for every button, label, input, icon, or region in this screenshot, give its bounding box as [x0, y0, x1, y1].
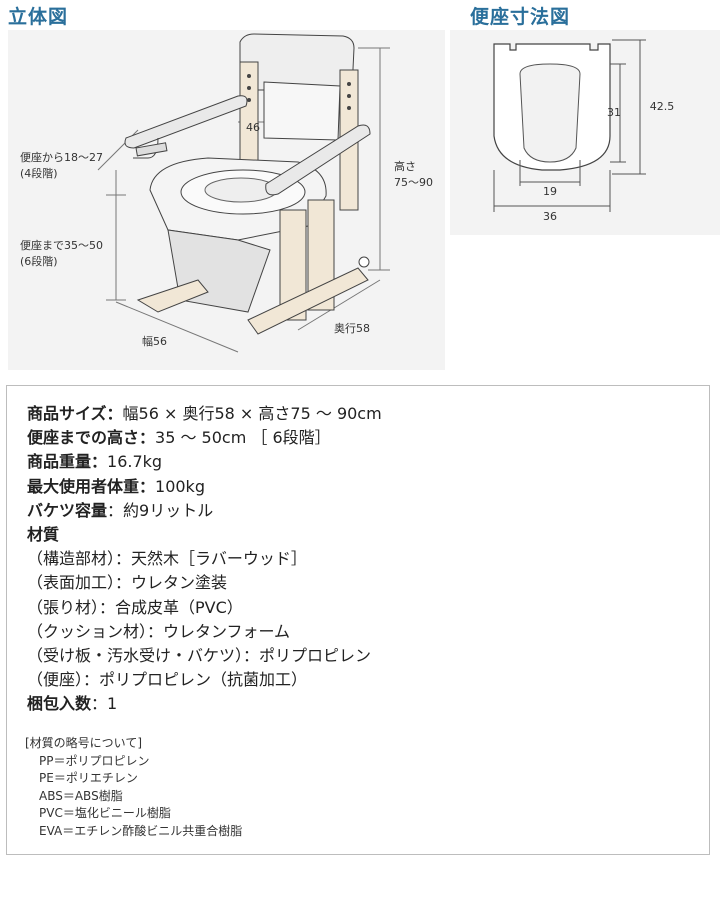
height-label: 高さ: [394, 159, 416, 173]
spec-row-packing: 梱包入数：1: [27, 694, 118, 714]
note-pe: PE＝ポリエチレン: [39, 771, 138, 785]
material-upholstery: （張り材）：合成皮革（PVC）: [27, 597, 243, 617]
material-structure: （構造部材）：天然木［ラバーウッド］: [27, 549, 307, 569]
seat-dimensions-heading: 便座寸法図: [470, 6, 571, 28]
note-eva: EVA＝エチレン酢酸ビニル共重合樹脂: [39, 823, 243, 838]
material-cushion: （クッション材）：ウレタンフォーム: [27, 621, 291, 641]
seat-dimension-panel: 31 42.5 19 36: [450, 30, 720, 235]
seat-height-steps-label: (6段階): [20, 254, 58, 268]
materials-title: 材質: [27, 525, 60, 545]
material-finish: （表面加工）：ウレタン塗装: [27, 573, 228, 593]
seat-height-label: 便座まで35～50: [20, 238, 103, 252]
spec-row-weight: 商品重量：16.7kg: [27, 452, 163, 472]
seat-span-label: 46: [246, 121, 260, 134]
notes-title: [材質の略号について]: [25, 736, 143, 750]
spec-row-bucket-capacity: バケツ容量：約9リットル: [27, 500, 214, 520]
spec-row-size: 商品サイズ：幅56 × 奥行58 × 高さ75 ～ 90cm: [27, 404, 382, 423]
spec-row-max-user-weight: 最大使用者体重：100kg: [27, 476, 205, 496]
note-pp: PP＝ポリプロピレン: [39, 753, 150, 768]
height-range-label: 75～90: [394, 176, 433, 189]
inner-width-label: 19: [543, 185, 557, 198]
note-abs: ABS＝ABS樹脂: [39, 788, 123, 803]
note-pvc: PVC＝塩化ビニール樹脂: [39, 806, 171, 820]
material-abbreviation-notes: [材質の略号について] PP＝ポリプロピレン PE＝ポリエチレン ABS＝ABS…: [25, 735, 242, 840]
perspective-heading: 立体図: [8, 6, 69, 28]
outer-width-label: 36: [543, 210, 557, 223]
inner-length-label: 31: [607, 106, 621, 119]
material-bucket: （受け板・汚水受け・バケツ）：ポリプロピレン: [27, 646, 372, 666]
spec-row-seat-height: 便座までの高さ：35 ～ 50cm ［ 6段階］: [27, 428, 331, 448]
outer-length-label: 42.5: [650, 100, 675, 113]
perspective-drawing-panel: 46 便座から18～27 (4段階) 便座まで35～50 (6段階) 高さ 75…: [8, 30, 445, 370]
specifications-box: 商品サイズ：幅56 × 奥行58 × 高さ75 ～ 90cm 便座までの高さ：3…: [6, 385, 710, 855]
armrest-steps-label: (4段階): [20, 166, 58, 180]
commode-chair-illustration: 46 便座から18～27 (4段階) 便座まで35～50 (6段階) 高さ 75…: [20, 33, 433, 353]
depth-label: 奥行58: [334, 321, 370, 335]
armrest-height-label: 便座から18～27: [20, 150, 103, 164]
material-seat: （便座）：ポリプロピレン（抗菌加工）: [27, 670, 308, 690]
toilet-seat-diagram: 31 42.5 19 36: [493, 39, 675, 223]
width-label: 幅56: [142, 335, 167, 348]
specifications-list: 商品サイズ：幅56 × 奥行58 × 高さ75 ～ 90cm 便座までの高さ：3…: [27, 402, 382, 717]
